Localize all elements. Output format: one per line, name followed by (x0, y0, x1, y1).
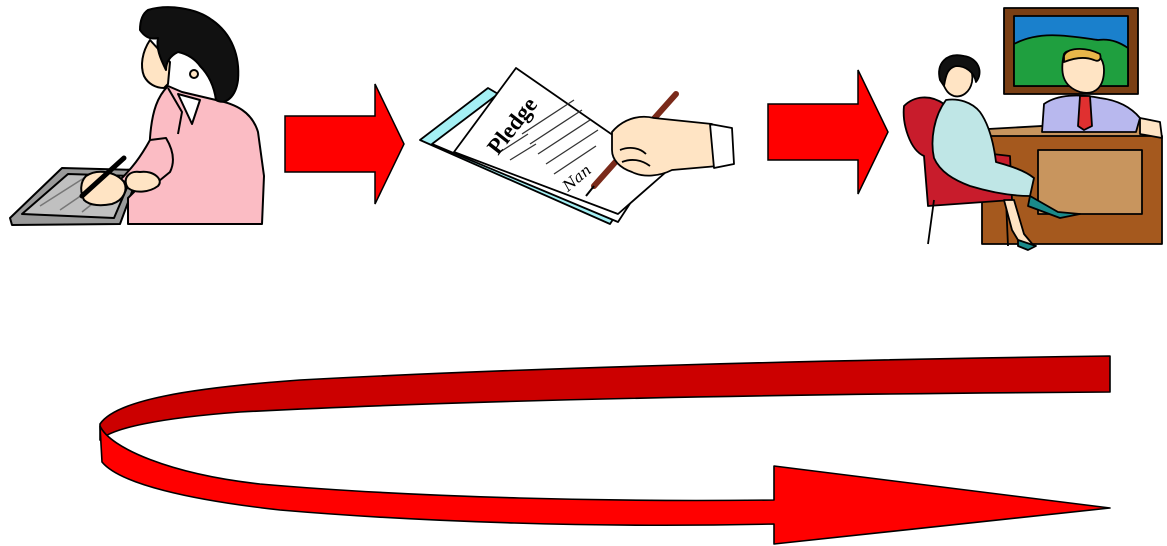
right-arrow-icon (768, 70, 888, 194)
office-meeting-icon (904, 8, 1162, 250)
return-loop-arrow-icon (100, 356, 1110, 544)
signing-pledge-icon (420, 68, 734, 224)
woman-writing-icon (10, 7, 264, 225)
right-arrow-icon (285, 84, 404, 204)
